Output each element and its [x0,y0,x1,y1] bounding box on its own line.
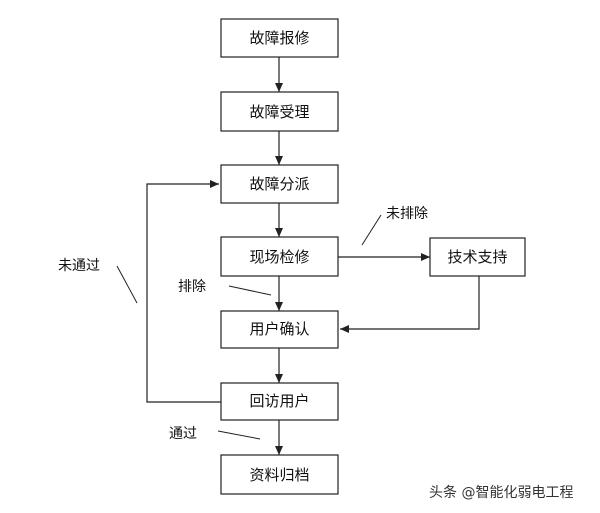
leader-passed [217,430,261,440]
node-confirm-label: 用户确认 [249,320,309,338]
node-support-label: 技术支持 [447,248,507,266]
node-onsite: 现场检修 [220,236,339,277]
leader-not-passed [116,265,138,304]
node-archive: 资料归档 [220,454,339,495]
node-accept-label: 故障受理 [249,103,309,121]
node-dispatch-label: 故障分派 [249,175,309,193]
label-not-resolved: 未排除 [386,206,428,222]
node-dispatch: 故障分派 [220,164,339,204]
node-revisit-label: 回访用户 [249,392,309,410]
node-confirm: 用户确认 [220,310,339,349]
node-onsite-label: 现场检修 [249,248,309,266]
node-report: 故障报修 [220,18,339,58]
node-report-label: 故障报修 [249,29,309,47]
leader-not-resolved [361,214,382,246]
edge-support-confirm [340,276,480,333]
edge-revisit-dispatch [146,180,221,403]
label-resolved: 排除 [178,279,206,295]
node-revisit: 回访用户 [220,382,339,421]
node-support: 技术支持 [429,237,526,277]
watermark: 头条 @智能化弱电工程 [429,485,574,501]
label-not-passed: 未通过 [58,258,100,274]
leader-resolved [228,285,272,296]
label-passed: 通过 [169,426,197,442]
node-accept: 故障受理 [220,91,339,132]
node-archive-label: 资料归档 [249,466,309,484]
